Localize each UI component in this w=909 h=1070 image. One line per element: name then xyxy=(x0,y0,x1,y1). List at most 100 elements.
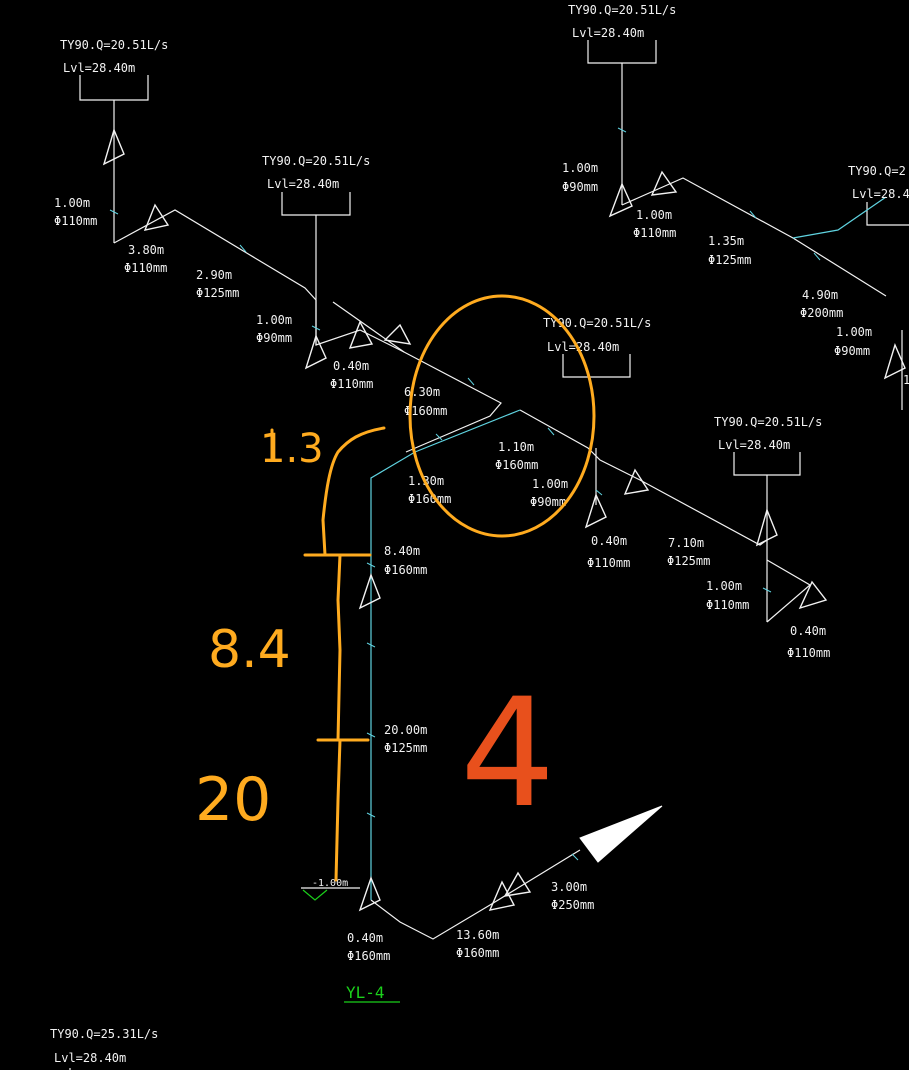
segment-diameter: Φ110mm xyxy=(787,646,830,660)
fitting-triangle xyxy=(304,334,327,370)
segment-diameter: Φ160mm xyxy=(347,949,390,963)
fitting-triangle xyxy=(755,507,778,547)
segment-diameter: Φ110mm xyxy=(633,226,676,240)
segment-diameter: Φ90mm xyxy=(562,180,598,194)
collector-pipe xyxy=(370,849,581,940)
segment-diameter: Φ90mm xyxy=(530,495,566,509)
segment-length: 1.00m xyxy=(706,579,742,593)
segment-diameter: Φ160mm xyxy=(384,563,427,577)
segment-diameter: Φ160mm xyxy=(404,404,447,418)
riser-yl4 xyxy=(370,196,887,900)
fitting-triangle xyxy=(798,580,828,610)
hopper-level-6: Lvl=28.40m xyxy=(718,438,790,452)
hopper-level-5: Lvl=28.40m xyxy=(547,340,619,354)
hopper-outline-6 xyxy=(733,452,801,476)
segment-labels: 1.00m Φ110mm 3.80m Φ110mm 2.90m Φ125mm 1… xyxy=(54,161,909,963)
riser-line xyxy=(370,409,521,900)
segment-length: 0.40m xyxy=(591,534,627,548)
segment-length: 6.30m xyxy=(404,385,440,399)
segment-diameter: Φ90mm xyxy=(834,344,870,358)
annotation-8-4: 8.4 xyxy=(208,620,291,680)
fitting-triangle xyxy=(348,320,374,349)
segment-length: 3.00m xyxy=(551,880,587,894)
segment-length: 1.00m xyxy=(532,477,568,491)
annotation-20: 20 xyxy=(195,765,271,835)
hopper-level-7: Lvl=28.40m xyxy=(54,1051,126,1065)
partial-label: 1 xyxy=(903,373,909,387)
hopper-flow-7: TY90.Q=25.31L/s xyxy=(50,1027,158,1041)
segment-diameter: Φ250mm xyxy=(551,898,594,912)
segment-length: 2.90m xyxy=(196,268,232,282)
hopper-outline-1 xyxy=(79,75,149,101)
riser-branch-right xyxy=(792,196,887,239)
branch-c-pipe xyxy=(519,409,768,546)
segment-diameter: Φ110mm xyxy=(706,598,749,612)
hopper-outline-2 xyxy=(281,192,351,216)
segment-diameter: Φ110mm xyxy=(124,261,167,275)
branch-b-pipe xyxy=(332,301,405,353)
annotation-1-3: 1.3 xyxy=(260,426,324,472)
segment-diameter: Φ90mm xyxy=(256,331,292,345)
hopper-labels: TY90.Q=20.51L/s Lvl=28.40m TY90.Q=20.51L… xyxy=(50,3,909,1065)
segment-length: 4.90m xyxy=(802,288,838,302)
segment-diameter: Φ125mm xyxy=(384,741,427,755)
hopper-level-2: Lvl=28.40m xyxy=(267,177,339,191)
segment-length: 1.00m xyxy=(636,208,672,222)
segment-length: 1.00m xyxy=(562,161,598,175)
fitting-triangle xyxy=(623,468,650,495)
hopper-level-3: Lvl=28.40m xyxy=(572,26,644,40)
segment-diameter: Φ160mm xyxy=(456,946,499,960)
hopper-outline-3 xyxy=(587,40,657,64)
highlight-circle xyxy=(408,294,596,538)
segment-diameter: Φ110mm xyxy=(54,214,97,228)
segment-diameter: Φ110mm xyxy=(330,377,373,391)
segment-length: 7.10m xyxy=(668,536,704,550)
segment-length: 0.40m xyxy=(347,931,383,945)
hopper-flow-6: TY90.Q=20.51L/s xyxy=(714,415,822,429)
segment-diameter: Φ200mm xyxy=(800,306,843,320)
hopper-flow-5: TY90.Q=20.51L/s xyxy=(543,316,651,330)
branch-d-pipe xyxy=(621,177,887,297)
branch-c-lower xyxy=(766,559,812,623)
tick-marks xyxy=(109,127,821,861)
fitting-triangle xyxy=(608,182,633,218)
fitting-triangle xyxy=(488,880,516,911)
fitting-triangle xyxy=(102,127,125,166)
segment-length: 0.40m xyxy=(790,624,826,638)
segment-diameter: Φ110mm xyxy=(587,556,630,570)
segment-length: 20.00m xyxy=(384,723,427,737)
hopper-flow-2: TY90.Q=20.51L/s xyxy=(262,154,370,168)
hopper-level-1: Lvl=28.40m xyxy=(63,61,135,75)
hopper-outline-5 xyxy=(562,354,631,378)
outlet-ground xyxy=(302,889,328,901)
segment-diameter: Φ125mm xyxy=(667,554,710,568)
fitting-triangle xyxy=(883,342,906,380)
annotation-4: 4 xyxy=(460,667,555,841)
fitting-triangle xyxy=(383,323,412,345)
branch-a-pipe xyxy=(113,209,317,301)
hopper-flow-4: TY90.Q=2 xyxy=(848,164,906,178)
segment-length: 1.00m xyxy=(836,325,872,339)
fitting-triangle xyxy=(650,170,678,196)
hand-annotations: 1.3 8.4 20 4 xyxy=(195,294,596,882)
pointer-arrow xyxy=(579,805,663,863)
hopper-flow-3: TY90.Q=20.51L/s xyxy=(568,3,676,17)
fitting-triangle xyxy=(503,871,532,897)
segment-diameter: Φ160mm xyxy=(495,458,538,472)
segment-length: 13.60m xyxy=(456,928,499,942)
segment-length: 1.00m xyxy=(54,196,90,210)
outlet-level-label: -1.00m xyxy=(312,878,348,889)
segment-length: 3.80m xyxy=(128,243,164,257)
segment-length: 1.00m xyxy=(256,313,292,327)
segment-diameter: Φ125mm xyxy=(196,286,239,300)
fitting-triangle xyxy=(358,876,381,912)
fitting-triangle xyxy=(143,203,170,231)
annotation-bracket xyxy=(303,426,386,882)
segment-diameter: Φ125mm xyxy=(708,253,751,267)
pipe-network xyxy=(69,40,909,1070)
fitting-triangle xyxy=(584,493,607,529)
segment-length: 1.35m xyxy=(708,234,744,248)
hopper-level-4: Lvl=28.4 xyxy=(852,187,909,201)
segment-diameter: Φ160mm xyxy=(408,492,451,506)
